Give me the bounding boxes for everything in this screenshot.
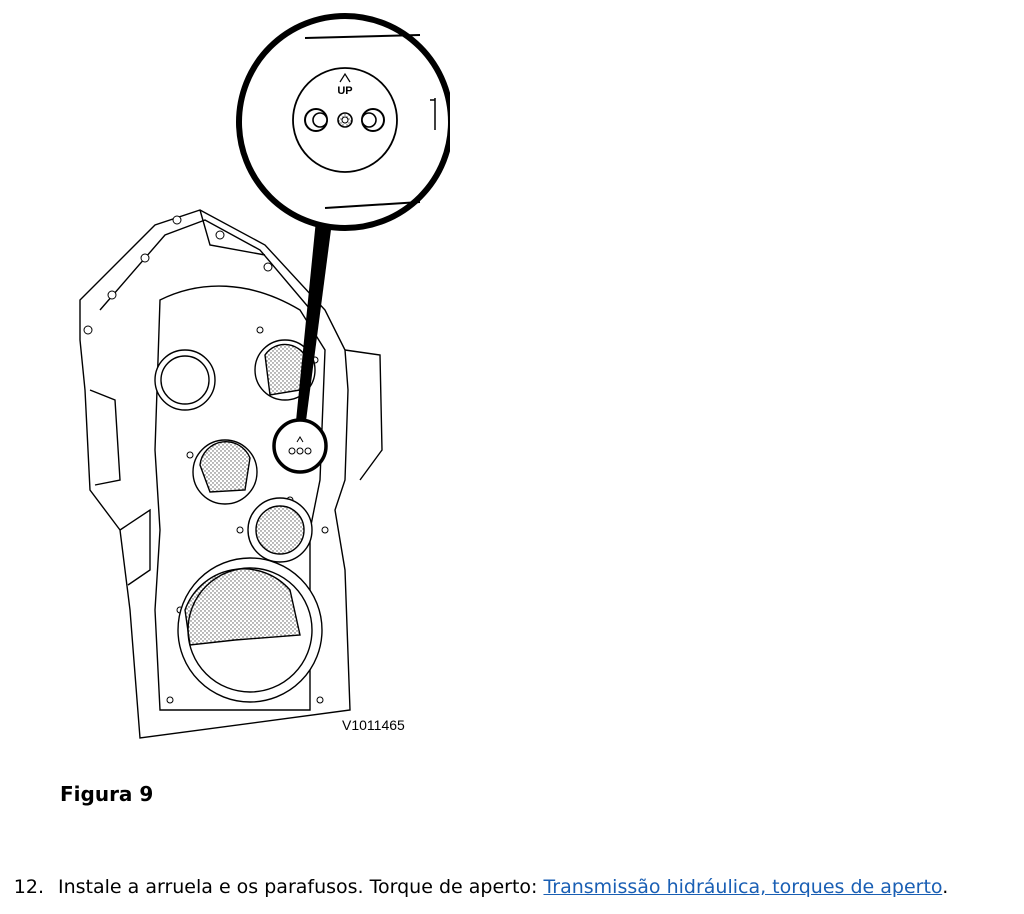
bores	[154, 339, 323, 703]
callout-leader	[296, 220, 332, 421]
torque-reference-link[interactable]: Transmissão hidráulica, torques de apert…	[543, 876, 943, 898]
inset-up-label: UP	[337, 85, 352, 97]
step-text: Instale a arruela e os parafusos. Torque…	[58, 876, 544, 898]
figure-caption: Figura 9	[60, 782, 154, 806]
indicator-target	[272, 418, 328, 474]
transmission-housing-drawing: UP V1011465	[79, 13, 450, 739]
magnified-inset: UP	[236, 13, 450, 231]
step-number: 12.	[13, 876, 44, 898]
step-end: .	[942, 876, 949, 898]
figure-code: V1011465	[342, 717, 405, 733]
figure-illustration: UP V1011465	[60, 10, 450, 750]
step-item: 12. Instale a arruela e os parafusos. Tor…	[0, 872, 1024, 902]
